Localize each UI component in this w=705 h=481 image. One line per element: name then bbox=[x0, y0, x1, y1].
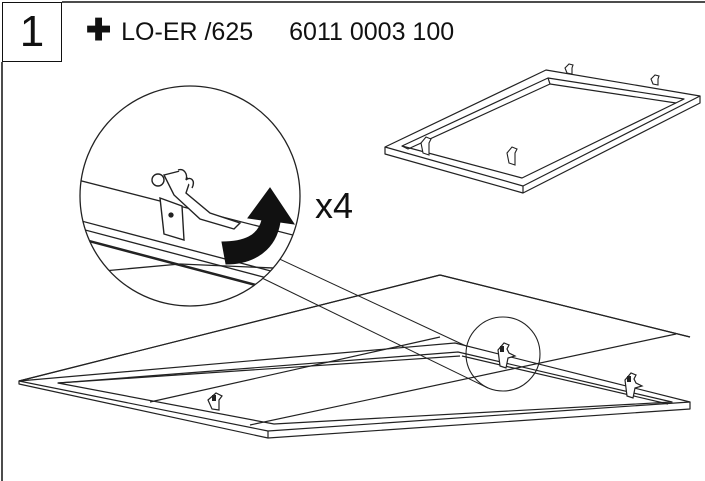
step-number: 1 bbox=[19, 7, 45, 56]
product-header: ✚ LO-ER /625 6011 0003 100 bbox=[86, 14, 454, 50]
small-clip-icons bbox=[420, 63, 660, 166]
plus-icon: ✚ bbox=[86, 13, 112, 47]
model-name: LO-ER /625 bbox=[121, 17, 254, 46]
article-code: 6011 0003 100 bbox=[289, 17, 455, 46]
quantity-multiplier: x4 bbox=[315, 185, 354, 226]
step-number-box: 1 bbox=[2, 2, 62, 62]
rotate-arrow-icon bbox=[221, 187, 296, 265]
spring-clip-icon bbox=[151, 168, 242, 241]
magnifier-circle-icon bbox=[465, 316, 541, 392]
